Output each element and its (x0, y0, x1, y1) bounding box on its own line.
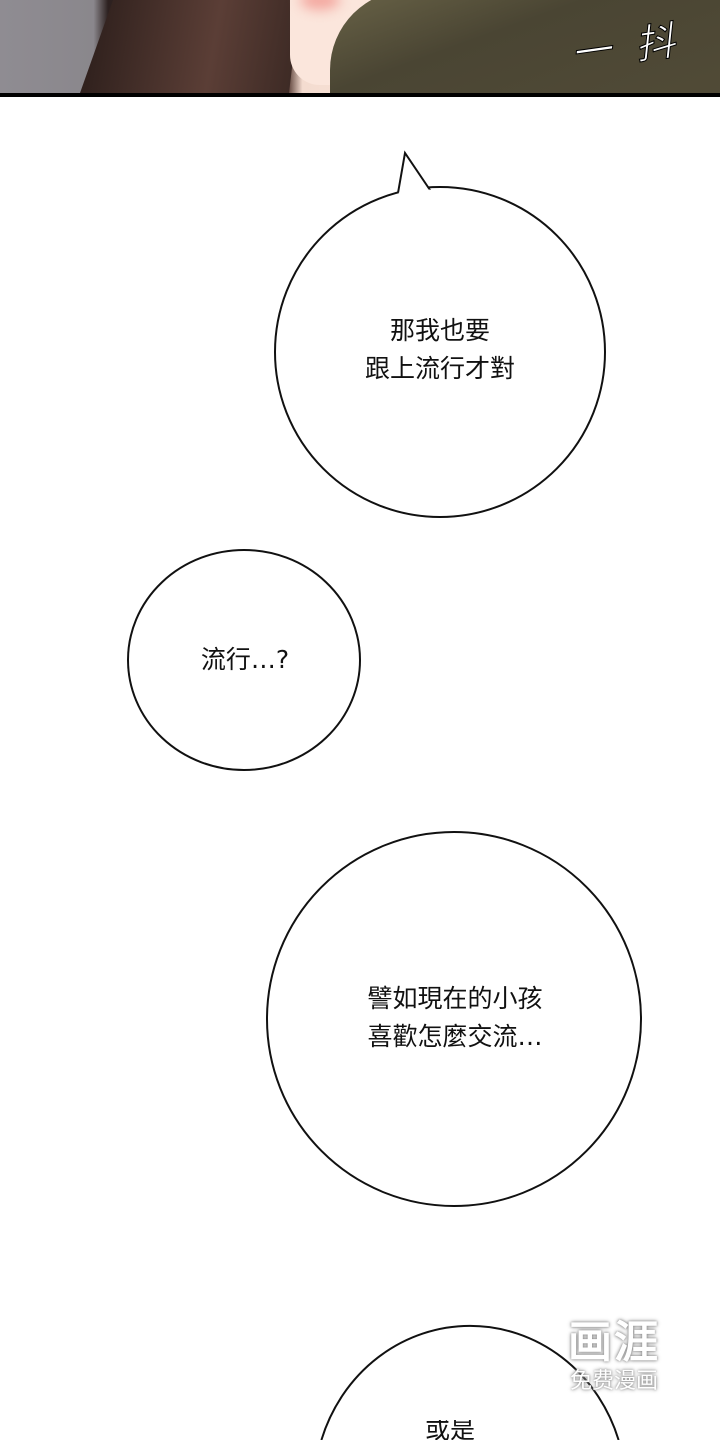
hair-art (80, 0, 300, 93)
bubble-1-text: 那我也要 跟上流行才對 (364, 316, 515, 383)
bubble-2 (127, 549, 361, 771)
comic-panel: 一 抖 (0, 0, 720, 93)
bubble-2-text: 流行…? (200, 645, 290, 674)
bubble-4-text: 或是 (424, 1420, 475, 1440)
panel-border (0, 93, 720, 97)
watermark-tagline: 免费漫画 (569, 1369, 658, 1394)
bubble-1 (274, 150, 606, 518)
watermark: 画涯 免费漫画 (568, 1318, 660, 1396)
bubble-3-text: 譬如現在的小孩 喜歡怎麼交流… (367, 984, 543, 1051)
bubble-4 (320, 1324, 620, 1440)
bubble-3 (266, 831, 642, 1207)
coat-art (330, 0, 720, 93)
watermark-brand: 画涯 (568, 1317, 660, 1368)
blush-art (300, 0, 340, 10)
